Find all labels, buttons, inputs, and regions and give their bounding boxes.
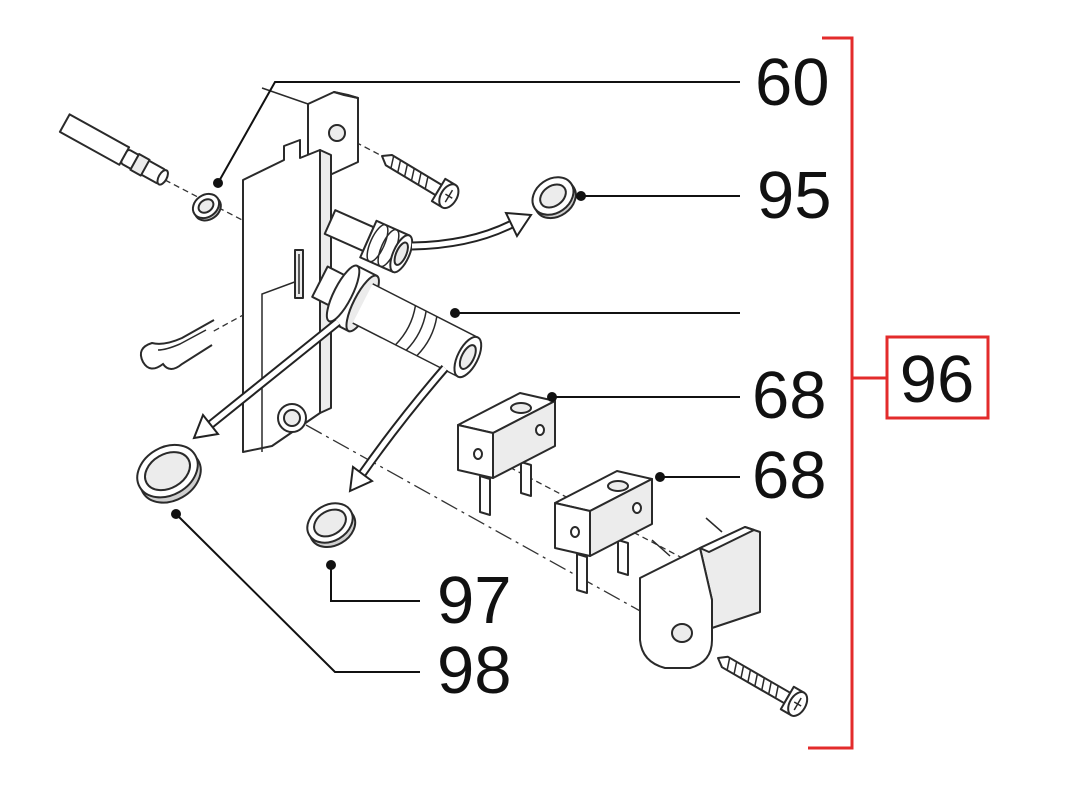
leader-68-upper-dot: [547, 392, 557, 402]
screw-lower-cross-icon: [793, 697, 802, 711]
block-lower-top-hole: [607, 480, 629, 492]
plate-front-face: [242, 139, 321, 453]
screw-upper-cross-icon: [444, 189, 454, 203]
shaft-groove-3: [416, 316, 438, 357]
bracket-pin-2: [705, 517, 723, 533]
main-shaft: [311, 264, 483, 379]
pin-axis-line: [211, 284, 299, 333]
screw-lower: [717, 655, 809, 717]
leader-98-dot: [171, 509, 181, 519]
screw-upper-thread: [390, 155, 429, 190]
ring-97-hole: [313, 508, 347, 538]
block-lower-side-hole: [632, 502, 642, 514]
bracket-tab-hole: [671, 623, 693, 643]
shaft-collar-back: [325, 264, 361, 323]
leader-68-lower-dot: [655, 472, 665, 482]
screw-lower-shank: [717, 655, 792, 705]
arrow-97-fill: [359, 366, 447, 476]
leader-shaft-dot: [450, 308, 460, 318]
arrow-98-fill: [208, 320, 340, 427]
leader-97: [330, 565, 420, 602]
arrow-98-head: [192, 413, 220, 440]
lower-bracket: [639, 517, 761, 669]
plate-tab-side: [333, 91, 359, 99]
cable-rod: [58, 113, 131, 166]
assembly-label: 96: [900, 342, 975, 417]
ring-95-hole: [539, 183, 567, 209]
block-upper-front-hole: [473, 448, 483, 460]
ring-60-hole: [197, 198, 215, 214]
arrow-95-fill: [411, 221, 514, 249]
block-upper-pin-1: [479, 475, 491, 516]
screw-upper-shank: [381, 153, 443, 197]
shaft-bore: [458, 344, 477, 370]
bracket-top-edge: [699, 526, 755, 553]
block-upper-side: [492, 400, 556, 479]
plate-boss-hole: [283, 409, 301, 427]
arrow-97-head: [348, 465, 374, 493]
block-upper-pin-2: [520, 461, 532, 497]
plate-step-edge: [261, 279, 301, 452]
arrow-to-ring-95: [411, 211, 533, 251]
leader-98: [175, 513, 420, 673]
arrow-to-ring-97: [348, 365, 449, 493]
bushing-groove-1: [366, 223, 389, 263]
cotter-pin: [139, 319, 215, 370]
ring-97: [306, 502, 357, 549]
connector-collar: [129, 153, 151, 177]
ring-98-hole: [144, 451, 191, 492]
callout-97: 97: [437, 563, 512, 638]
cable-connector: [58, 113, 169, 186]
block-lower-front-hole: [570, 526, 580, 538]
callout-68-lower: 68: [752, 438, 827, 513]
switch-block-lower: [554, 470, 653, 594]
assembly-label-box: [885, 335, 990, 420]
leader-97-dot: [326, 560, 336, 570]
shaft-top-edge: [372, 283, 479, 339]
cotter-pin-inner: [157, 329, 207, 351]
bushing-bore: [393, 241, 409, 266]
arrow-to-ring-98: [192, 318, 341, 440]
leader-lines: [171, 81, 740, 673]
callout-60: 60: [755, 45, 830, 120]
block-lower-side: [589, 478, 653, 557]
switch-block-upper: [457, 392, 556, 516]
ring-98: [136, 443, 202, 504]
bracket-pin-1: [651, 539, 671, 557]
assembly-bracket-line: [808, 36, 854, 750]
leader-60: [217, 81, 740, 184]
bushing-upper: [323, 209, 414, 274]
shaft-groove-1: [394, 305, 417, 346]
arrow-95-head: [504, 211, 533, 239]
screw-upper: [381, 153, 460, 210]
leader-95-dot: [576, 191, 586, 201]
shaft-body: [352, 283, 478, 377]
block-upper-top-hole: [510, 402, 532, 414]
block-lower-pin-2: [617, 539, 629, 576]
shaft-groove-2: [405, 310, 427, 351]
block-upper-side-hole: [535, 424, 545, 436]
screw-axis-line: [337, 132, 385, 158]
plate-tab-hole: [328, 124, 346, 142]
callout-68-upper: 68: [752, 358, 827, 433]
bracket-lower-tab: [639, 547, 713, 669]
connector-end: [156, 169, 169, 186]
screw-lower-thread: [726, 657, 779, 699]
mounting-plate: [242, 91, 359, 453]
leader-60-dot: [213, 178, 223, 188]
ring-95: [531, 176, 577, 220]
callout-98: 98: [437, 633, 512, 708]
ring-60: [191, 192, 222, 222]
assembly-bracket: 96: [808, 36, 990, 750]
callout-labels: 60 95 68 68 97 98: [437, 45, 832, 708]
cotter-pin-outline: [139, 319, 215, 370]
callout-95: 95: [757, 158, 832, 233]
block-lower-pin-1: [576, 553, 588, 594]
